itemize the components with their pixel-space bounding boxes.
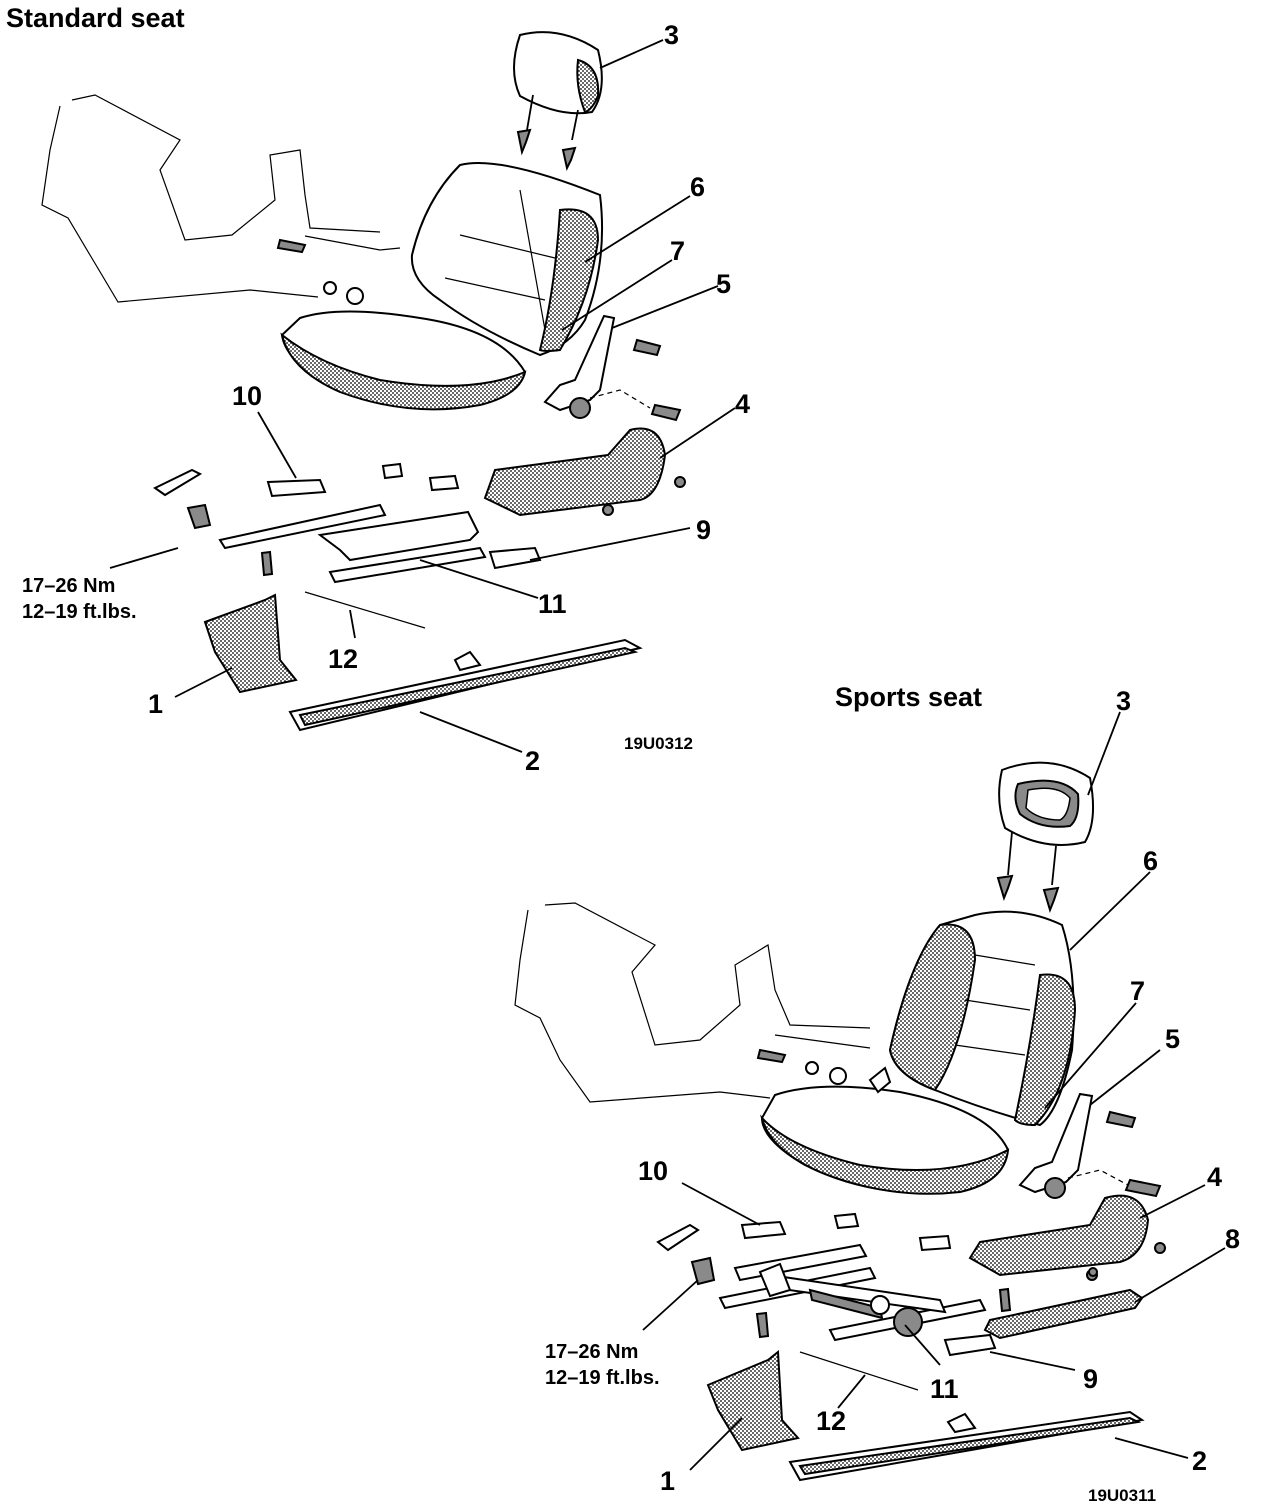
- sports-seat-title: Sports seat: [835, 682, 982, 712]
- figure-code: 19U0311: [1088, 1486, 1156, 1505]
- torque-nm: 17–26 Nm: [545, 1341, 638, 1363]
- seat-bottom-cover: [983, 1288, 1144, 1340]
- callout-1: 1: [660, 1466, 675, 1496]
- callout-5: 5: [1165, 1024, 1180, 1054]
- callout-7: 7: [670, 236, 685, 266]
- callout-3: 3: [664, 20, 679, 50]
- seat-hinge: [543, 314, 616, 412]
- callout-3: 3: [1116, 686, 1131, 716]
- seat-adjuster: [218, 503, 387, 550]
- rail-cover: [203, 593, 298, 694]
- figure-code: 19U0312: [624, 734, 693, 753]
- side-cover: [968, 1194, 1150, 1277]
- callout-6: 6: [690, 172, 705, 202]
- side-cover: [483, 427, 667, 517]
- callout-9: 9: [1083, 1364, 1098, 1394]
- callout-11: 11: [930, 1374, 959, 1404]
- callout-10: 10: [638, 1156, 668, 1186]
- floor-outline: [514, 902, 871, 1103]
- callout-10: 10: [232, 381, 262, 411]
- rail-cover: [706, 1350, 800, 1452]
- callout-2: 2: [525, 746, 540, 776]
- callout-9: 9: [696, 515, 711, 545]
- torque-nm: 17–26 Nm: [22, 575, 115, 597]
- callout-4: 4: [1207, 1162, 1222, 1192]
- standard-seat-group: Standard seat: [6, 3, 750, 776]
- floor-outline: [41, 94, 401, 303]
- callout-12: 12: [816, 1406, 846, 1436]
- seat-hinge: [1018, 1092, 1094, 1194]
- standard-seat-title: Standard seat: [6, 3, 185, 33]
- callout-8: 8: [1225, 1224, 1240, 1254]
- callout-1: 1: [148, 689, 163, 719]
- sports-seat-group: Sports seat: [514, 682, 1240, 1505]
- callout-11: 11: [538, 589, 567, 619]
- callout-5: 5: [716, 269, 731, 299]
- callout-7: 7: [1130, 976, 1145, 1006]
- torque-ftlbs: 12–19 ft.lbs.: [22, 601, 137, 623]
- callout-4: 4: [735, 389, 750, 419]
- callout-2: 2: [1192, 1446, 1207, 1476]
- torque-ftlbs: 12–19 ft.lbs.: [545, 1367, 660, 1389]
- callout-6: 6: [1143, 846, 1158, 876]
- callout-12: 12: [328, 644, 358, 674]
